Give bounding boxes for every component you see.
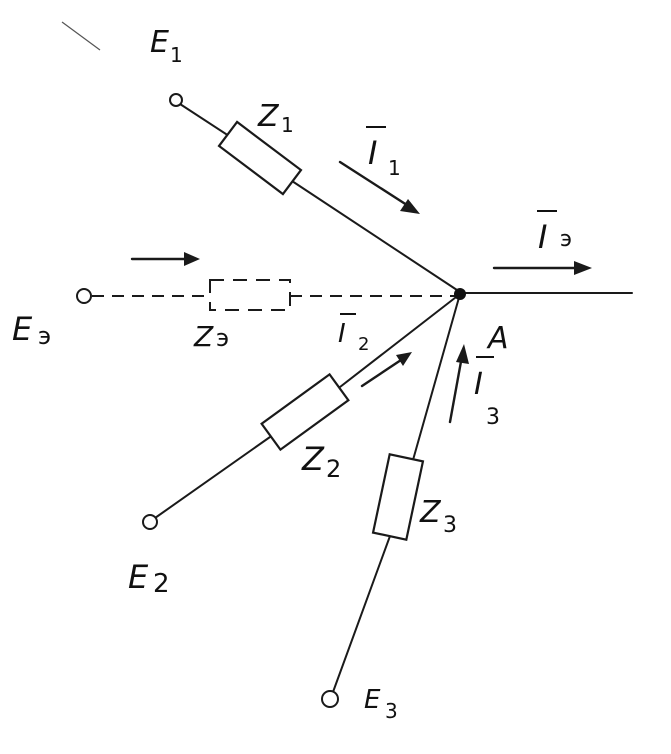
svg-text:2: 2 [358, 334, 369, 355]
resistor-z1 [217, 120, 303, 196]
svg-text:3: 3 [443, 513, 457, 538]
terminal-ee [76, 288, 92, 304]
svg-text:э: э [38, 322, 51, 350]
arrow-i1 [338, 160, 420, 214]
label-e3: E 3 [364, 685, 398, 723]
label-ze: Z э [193, 320, 229, 353]
svg-text:Z: Z [257, 99, 280, 134]
branch-3-wire-b [332, 535, 391, 693]
arrow-i2-head [396, 352, 412, 366]
svg-text:I: I [538, 218, 547, 256]
svg-text:I: I [368, 134, 377, 172]
arrow-ie-output-head [574, 261, 592, 275]
label-i1: I 1 [366, 126, 401, 180]
resistor-z3 [371, 453, 425, 541]
svg-text:2: 2 [326, 455, 341, 483]
svg-text:Z: Z [301, 440, 325, 478]
svg-text:1: 1 [281, 113, 294, 137]
branch-2-wire-a [154, 436, 271, 519]
label-e2: E 2 [128, 558, 170, 599]
arrow-i2 [360, 352, 412, 388]
branch-2-wire-b [339, 293, 461, 388]
svg-text:3: 3 [486, 405, 500, 430]
arrow-i3-head [456, 344, 469, 364]
branch-equivalent [76, 279, 456, 311]
branch-2 [142, 293, 461, 530]
arrow-ie-input-head [184, 252, 200, 266]
svg-text:Z: Z [419, 495, 442, 530]
svg-text:3: 3 [385, 699, 398, 723]
label-z3: Z 3 [419, 495, 457, 538]
label-z1: Z 1 [257, 99, 294, 137]
stray-mark [61, 21, 101, 51]
svg-text:E: E [12, 310, 33, 348]
resistor-ze [209, 279, 291, 311]
label-z2: Z 2 [301, 440, 341, 483]
svg-text:E: E [150, 25, 169, 60]
arrow-i1-head [400, 199, 420, 214]
svg-text:э: э [560, 227, 572, 252]
label-i3: I 3 [474, 356, 500, 430]
terminal-e1 [169, 93, 183, 107]
arrow-ie-output [492, 261, 592, 275]
svg-text:E: E [364, 685, 381, 715]
branch-1-wire-b [291, 180, 461, 293]
svg-text:2: 2 [153, 569, 170, 599]
branch-1-wire-a [179, 103, 230, 137]
resistor-z2 [260, 372, 350, 452]
svg-text:E: E [128, 558, 149, 596]
label-ie: I э [537, 210, 572, 256]
terminal-e3 [321, 690, 339, 708]
node-a-dot [454, 288, 466, 300]
branch-1 [169, 93, 461, 293]
label-i2: I 2 [338, 313, 369, 355]
svg-text:1: 1 [388, 156, 401, 180]
arrow-i3 [448, 344, 469, 424]
svg-text:1: 1 [170, 43, 183, 67]
svg-text:Z: Z [193, 320, 214, 353]
branch-3-wire-a [412, 293, 461, 461]
branch-3 [321, 293, 461, 708]
arrow-ie-input [130, 252, 200, 266]
label-ee: E э [12, 310, 51, 350]
svg-text:I: I [474, 367, 483, 402]
label-e1: E 1 [150, 25, 183, 67]
terminal-e2 [142, 514, 158, 530]
svg-text:э: э [216, 324, 229, 352]
svg-text:I: I [338, 319, 346, 349]
node-a-label: A [486, 321, 509, 356]
